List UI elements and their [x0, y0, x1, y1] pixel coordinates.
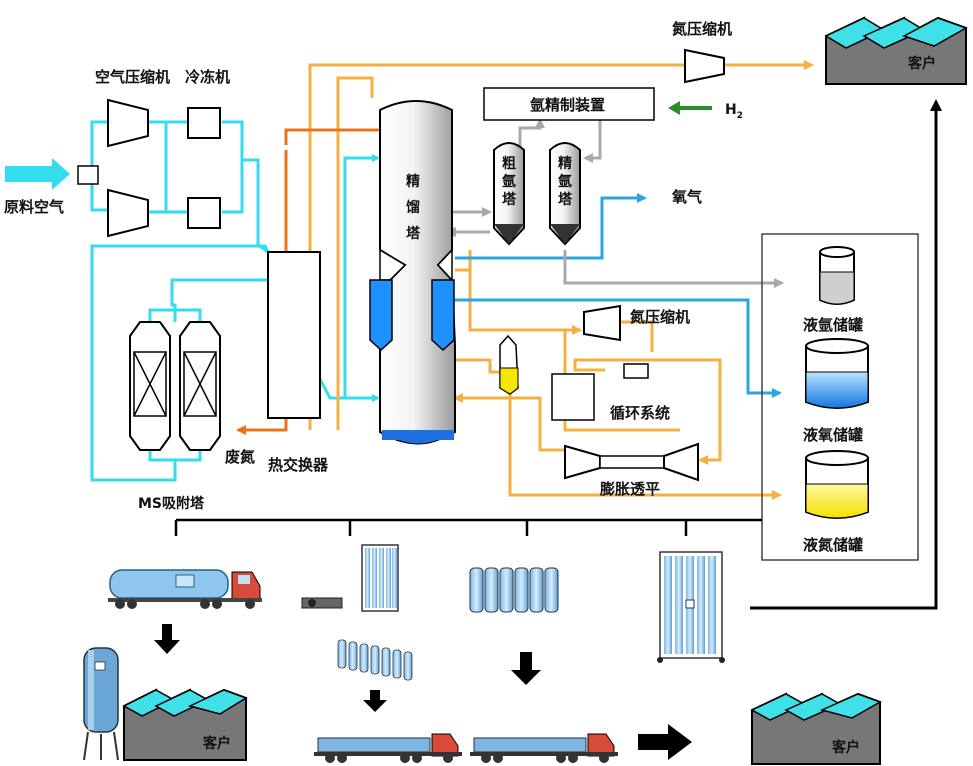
tube-trailer-truck-left — [314, 733, 462, 763]
cycle-system-label: 循环系统 — [610, 404, 670, 422]
rectification-tower-label-1: 精 — [406, 173, 420, 190]
feed-air-label: 原料空气 — [4, 198, 64, 216]
chiller-bottom — [187, 197, 221, 229]
distribution-bus — [174, 518, 762, 536]
nitrogen-compressor-top — [684, 48, 725, 84]
nitrogen-compressor-mid — [583, 304, 621, 342]
nitrogen-compressor-mid-label: 氮压缩机 — [630, 308, 690, 326]
waste-nitrogen-lines — [236, 125, 386, 435]
ms-adsorber-left — [129, 321, 171, 451]
tube-bundle-rack — [657, 551, 725, 663]
customer-factory-bottom-right — [750, 692, 882, 765]
pure-argon-label-2: 氩 — [558, 173, 572, 190]
argon-purifier-label: 氩精制装置 — [530, 96, 605, 114]
gas-cylinder-bundle — [337, 639, 413, 681]
storage-tank-frame — [761, 233, 919, 561]
expansion-turbine-label: 膨胀透平 — [600, 480, 660, 498]
liquid-argon-tank — [819, 246, 855, 305]
hydrogen-arrow-head — [668, 101, 680, 115]
pure-argon-tower — [549, 142, 581, 246]
down-arrow-left — [154, 624, 180, 654]
chiller-top — [187, 107, 221, 139]
ms-adsorber-right — [179, 321, 221, 451]
customer-top-label: 客户 — [907, 55, 936, 72]
oxygen-lines — [455, 193, 782, 398]
air-lines — [78, 120, 380, 482]
air-compressor-label: 空气压缩机 — [95, 68, 170, 86]
air-compressor-top — [107, 98, 149, 148]
down-arrow-middle-left — [363, 690, 387, 712]
nitrogen-compressor-top-label: 氮压缩机 — [672, 20, 732, 38]
rectification-tower — [369, 100, 456, 445]
liquid-separator — [499, 334, 519, 395]
liquid-oxygen-tank-label: 液氧储罐 — [803, 426, 863, 444]
tanker-truck — [108, 569, 262, 609]
crude-argon-label-2: 氩 — [502, 173, 516, 190]
liquid-nitrogen-tank — [805, 450, 869, 519]
crude-argon-label-1: 粗 — [502, 155, 516, 172]
hydrogen-label: H2 — [725, 102, 743, 121]
chiller-label: 冷冻机 — [185, 68, 230, 86]
expansion-turbine — [564, 442, 699, 482]
vertical-storage-tank — [83, 647, 119, 761]
feed-air-filter — [77, 165, 99, 185]
liquid-oxygen-tank — [805, 338, 869, 409]
down-arrow-middle — [511, 652, 541, 685]
customer-bottom-right-label: 客户 — [831, 739, 860, 756]
argon-lines — [446, 118, 784, 288]
cycle-system-box — [551, 373, 595, 421]
heat-exchanger — [267, 251, 321, 419]
rectification-tower-label-2: 馏 — [405, 199, 420, 216]
cycle-valve — [623, 363, 649, 379]
oxygen-gas-label: 氧气 — [671, 188, 702, 206]
pure-argon-label-3: 塔 — [558, 191, 573, 208]
ms-adsorber-label: MS吸附塔 — [138, 495, 205, 512]
feed-air-arrow — [5, 158, 70, 190]
heat-exchanger-label: 热交换器 — [268, 456, 329, 474]
air-compressor-bottom — [107, 188, 149, 238]
customer-factory-bottom-left — [122, 688, 248, 761]
delivery-return-line — [750, 99, 942, 610]
customer-bottom-left-label: 客户 — [202, 735, 231, 752]
customer-factory-top — [824, 16, 968, 85]
pure-argon-label-1: 精 — [558, 155, 572, 172]
waste-nitrogen-label: 废氮 — [225, 448, 255, 466]
cylinder-group — [469, 567, 559, 613]
liquid-argon-tank-label: 液氩储罐 — [803, 316, 863, 334]
rectification-tower-label-3: 塔 — [406, 225, 421, 242]
tube-trailer-truck-right — [470, 733, 618, 763]
crude-argon-tower — [493, 142, 525, 246]
crude-argon-label-3: 塔 — [502, 191, 517, 208]
liquid-nitrogen-tank-label: 液氮储罐 — [803, 536, 863, 554]
argon-purifier-box — [483, 87, 655, 121]
cylinder-filling-rack — [301, 544, 399, 612]
right-arrow-to-customer — [638, 724, 692, 760]
